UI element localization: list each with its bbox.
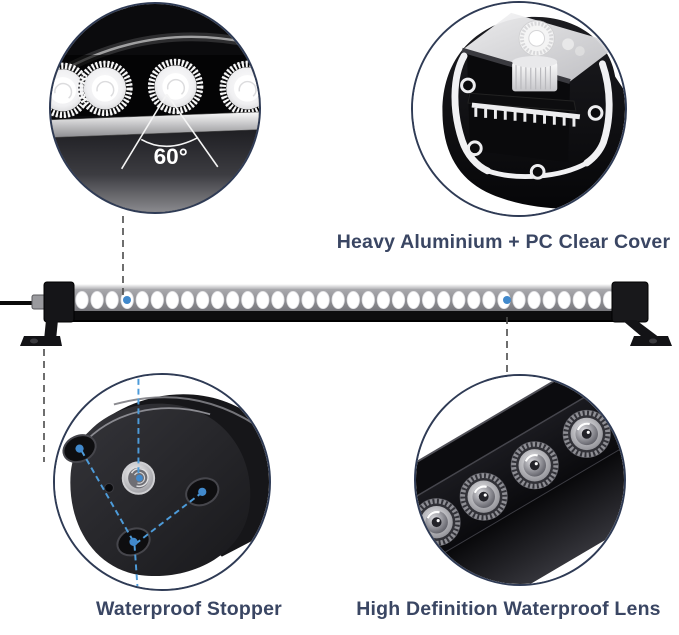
led [226,290,240,310]
led [557,290,571,310]
led [316,290,330,310]
led [346,290,360,310]
lens-closeup-image [416,376,624,584]
beam-angle-closeup-image: 60° [51,4,259,212]
led [452,290,466,310]
callout-dot-right [503,296,511,304]
housing-feature-label: Heavy Aluminium + PC Clear Cover [336,231,671,253]
led [196,290,210,310]
led-seen-through-cover [518,20,585,57]
callout-dot-left [123,296,131,304]
led [256,290,270,310]
led [241,290,255,310]
led [542,290,556,310]
callout-circle-beam-angle: 60° [49,2,261,214]
led [437,290,451,310]
led [421,290,436,310]
end-cap-closeup-image [55,375,269,589]
bar-bottom-rail [70,311,616,320]
housing-lower-face [51,128,259,212]
led [271,290,285,310]
led [165,290,179,310]
end-cap-left [43,281,75,323]
led [331,290,345,310]
led [211,290,225,310]
led [301,290,315,310]
led [75,290,89,310]
led [482,290,496,310]
led [512,290,526,310]
housing-cross-section-image [413,3,625,215]
stopper-feature-label: Waterproof Stopper [96,598,282,620]
led [587,290,602,310]
callout-circle-stopper [53,373,271,591]
screw-boss-clips [460,77,604,180]
callout-circle-lens [414,374,626,586]
led [105,290,119,310]
led [150,290,164,310]
led-pcb-plate [467,92,577,112]
led [406,290,421,310]
pin-hole [104,482,114,493]
led [391,290,406,310]
led [376,290,390,310]
end-cap-face [70,403,251,577]
bar-top-edge [70,284,616,289]
aluminium-edge-strip [51,111,259,138]
led-light-bar [0,281,672,346]
mounting-bracket-right [622,320,672,346]
led-row [75,290,617,310]
led [527,290,541,310]
end-cap-right [611,281,649,323]
stopper-marker-dots [75,444,207,547]
led [361,290,375,310]
heatsink-comb [471,102,581,127]
led [90,290,104,310]
mounting-bracket-left [20,320,62,346]
led [286,290,300,310]
callout-circle-housing [411,1,627,217]
led [467,290,481,310]
led [572,290,586,310]
lens-drum [512,56,558,92]
stopper-callout-lines [80,378,201,588]
beam-angle-annotation: 60° [120,93,219,170]
led [180,290,195,310]
led [135,290,149,310]
lens-feature-label: High Definition Waterproof Lens [356,598,661,620]
beam-angle-value: 60° [154,144,188,169]
